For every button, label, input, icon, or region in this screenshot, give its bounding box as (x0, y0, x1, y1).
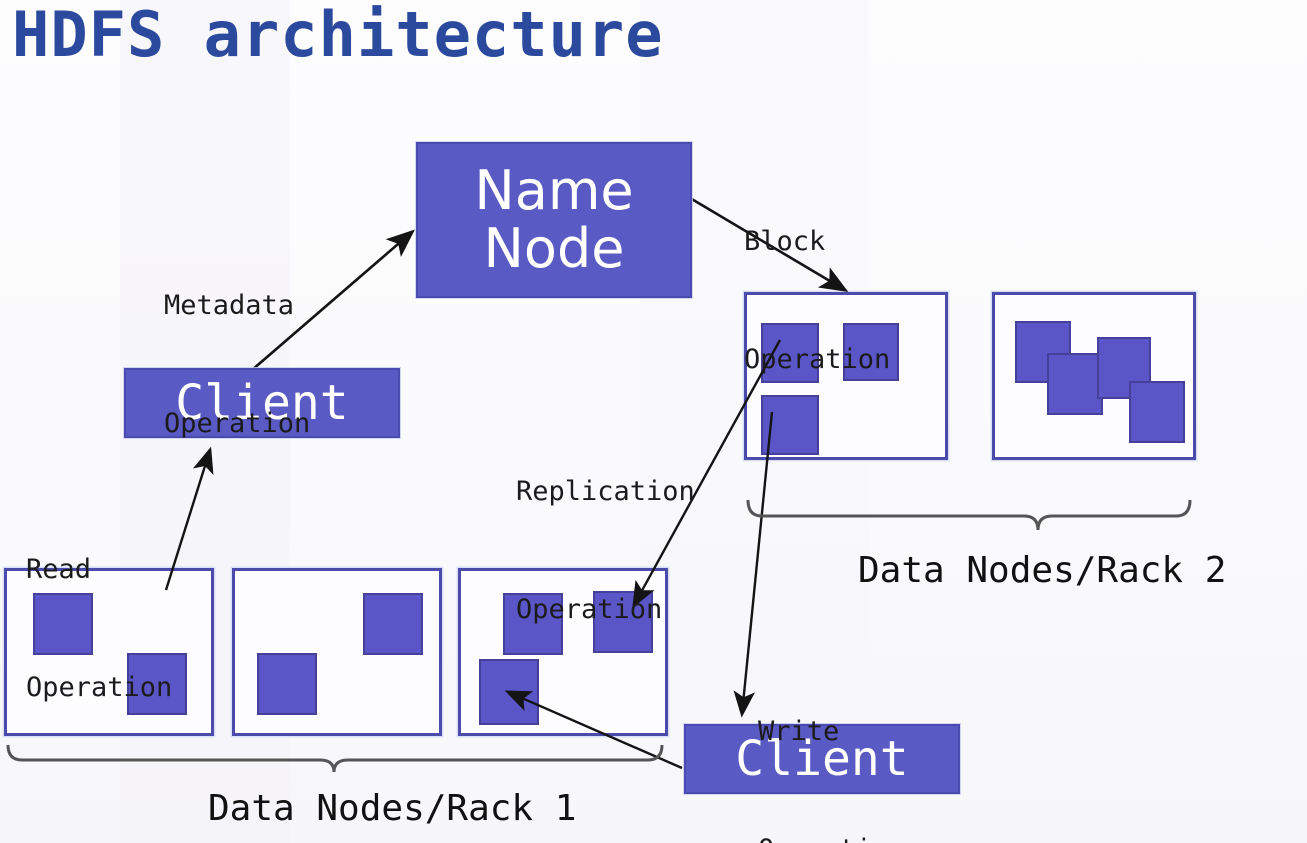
label-rack1: Data Nodes/Rack 1 (208, 788, 577, 829)
data-block (257, 653, 317, 715)
data-block (363, 593, 423, 655)
label-replication-line2: Operation (516, 593, 663, 625)
client-bottom-label: Client (735, 731, 909, 787)
datanode-rack1-1 (4, 568, 214, 736)
label-block-operation: Block Operation (744, 144, 890, 457)
datanode-rack1-2 (232, 568, 442, 736)
label-write-line2: Operation (758, 830, 904, 843)
data-block (127, 653, 187, 715)
datanode-rack2-2 (992, 292, 1196, 460)
client-top-label: Client (175, 375, 349, 431)
page-title: HDFS architecture (12, 0, 664, 71)
label-block-line1: Block (744, 226, 826, 258)
client-top-box[interactable]: Client (124, 368, 400, 438)
label-replication-operation: Replication Operation (516, 394, 695, 707)
data-block (503, 593, 563, 655)
client-bottom-box[interactable]: Client (684, 724, 960, 794)
label-replication-line1: Replication (516, 476, 695, 508)
name-node-box[interactable]: Name Node (416, 142, 692, 298)
data-block (1129, 381, 1185, 443)
name-node-label-line2: Node (483, 217, 625, 280)
label-read-operation: Read Operation (26, 472, 172, 785)
label-read-line2: Operation (26, 671, 173, 703)
label-block-line2: Operation (744, 343, 891, 375)
label-write-operation: Write Operation (758, 634, 904, 843)
data-block (33, 593, 93, 655)
label-metadata-line2: Operation (164, 407, 311, 439)
label-write-line1: Write (758, 716, 840, 748)
label-metadata-line1: Metadata (164, 290, 295, 322)
data-block (843, 323, 899, 381)
data-block (1047, 353, 1103, 415)
label-rack2: Data Nodes/Rack 2 (858, 550, 1227, 591)
brace-rack2 (746, 499, 1192, 531)
name-node-label-line1: Name (474, 158, 634, 222)
label-read-line1: Read (26, 554, 92, 586)
label-metadata-operation: Metadata Operation (164, 208, 310, 521)
